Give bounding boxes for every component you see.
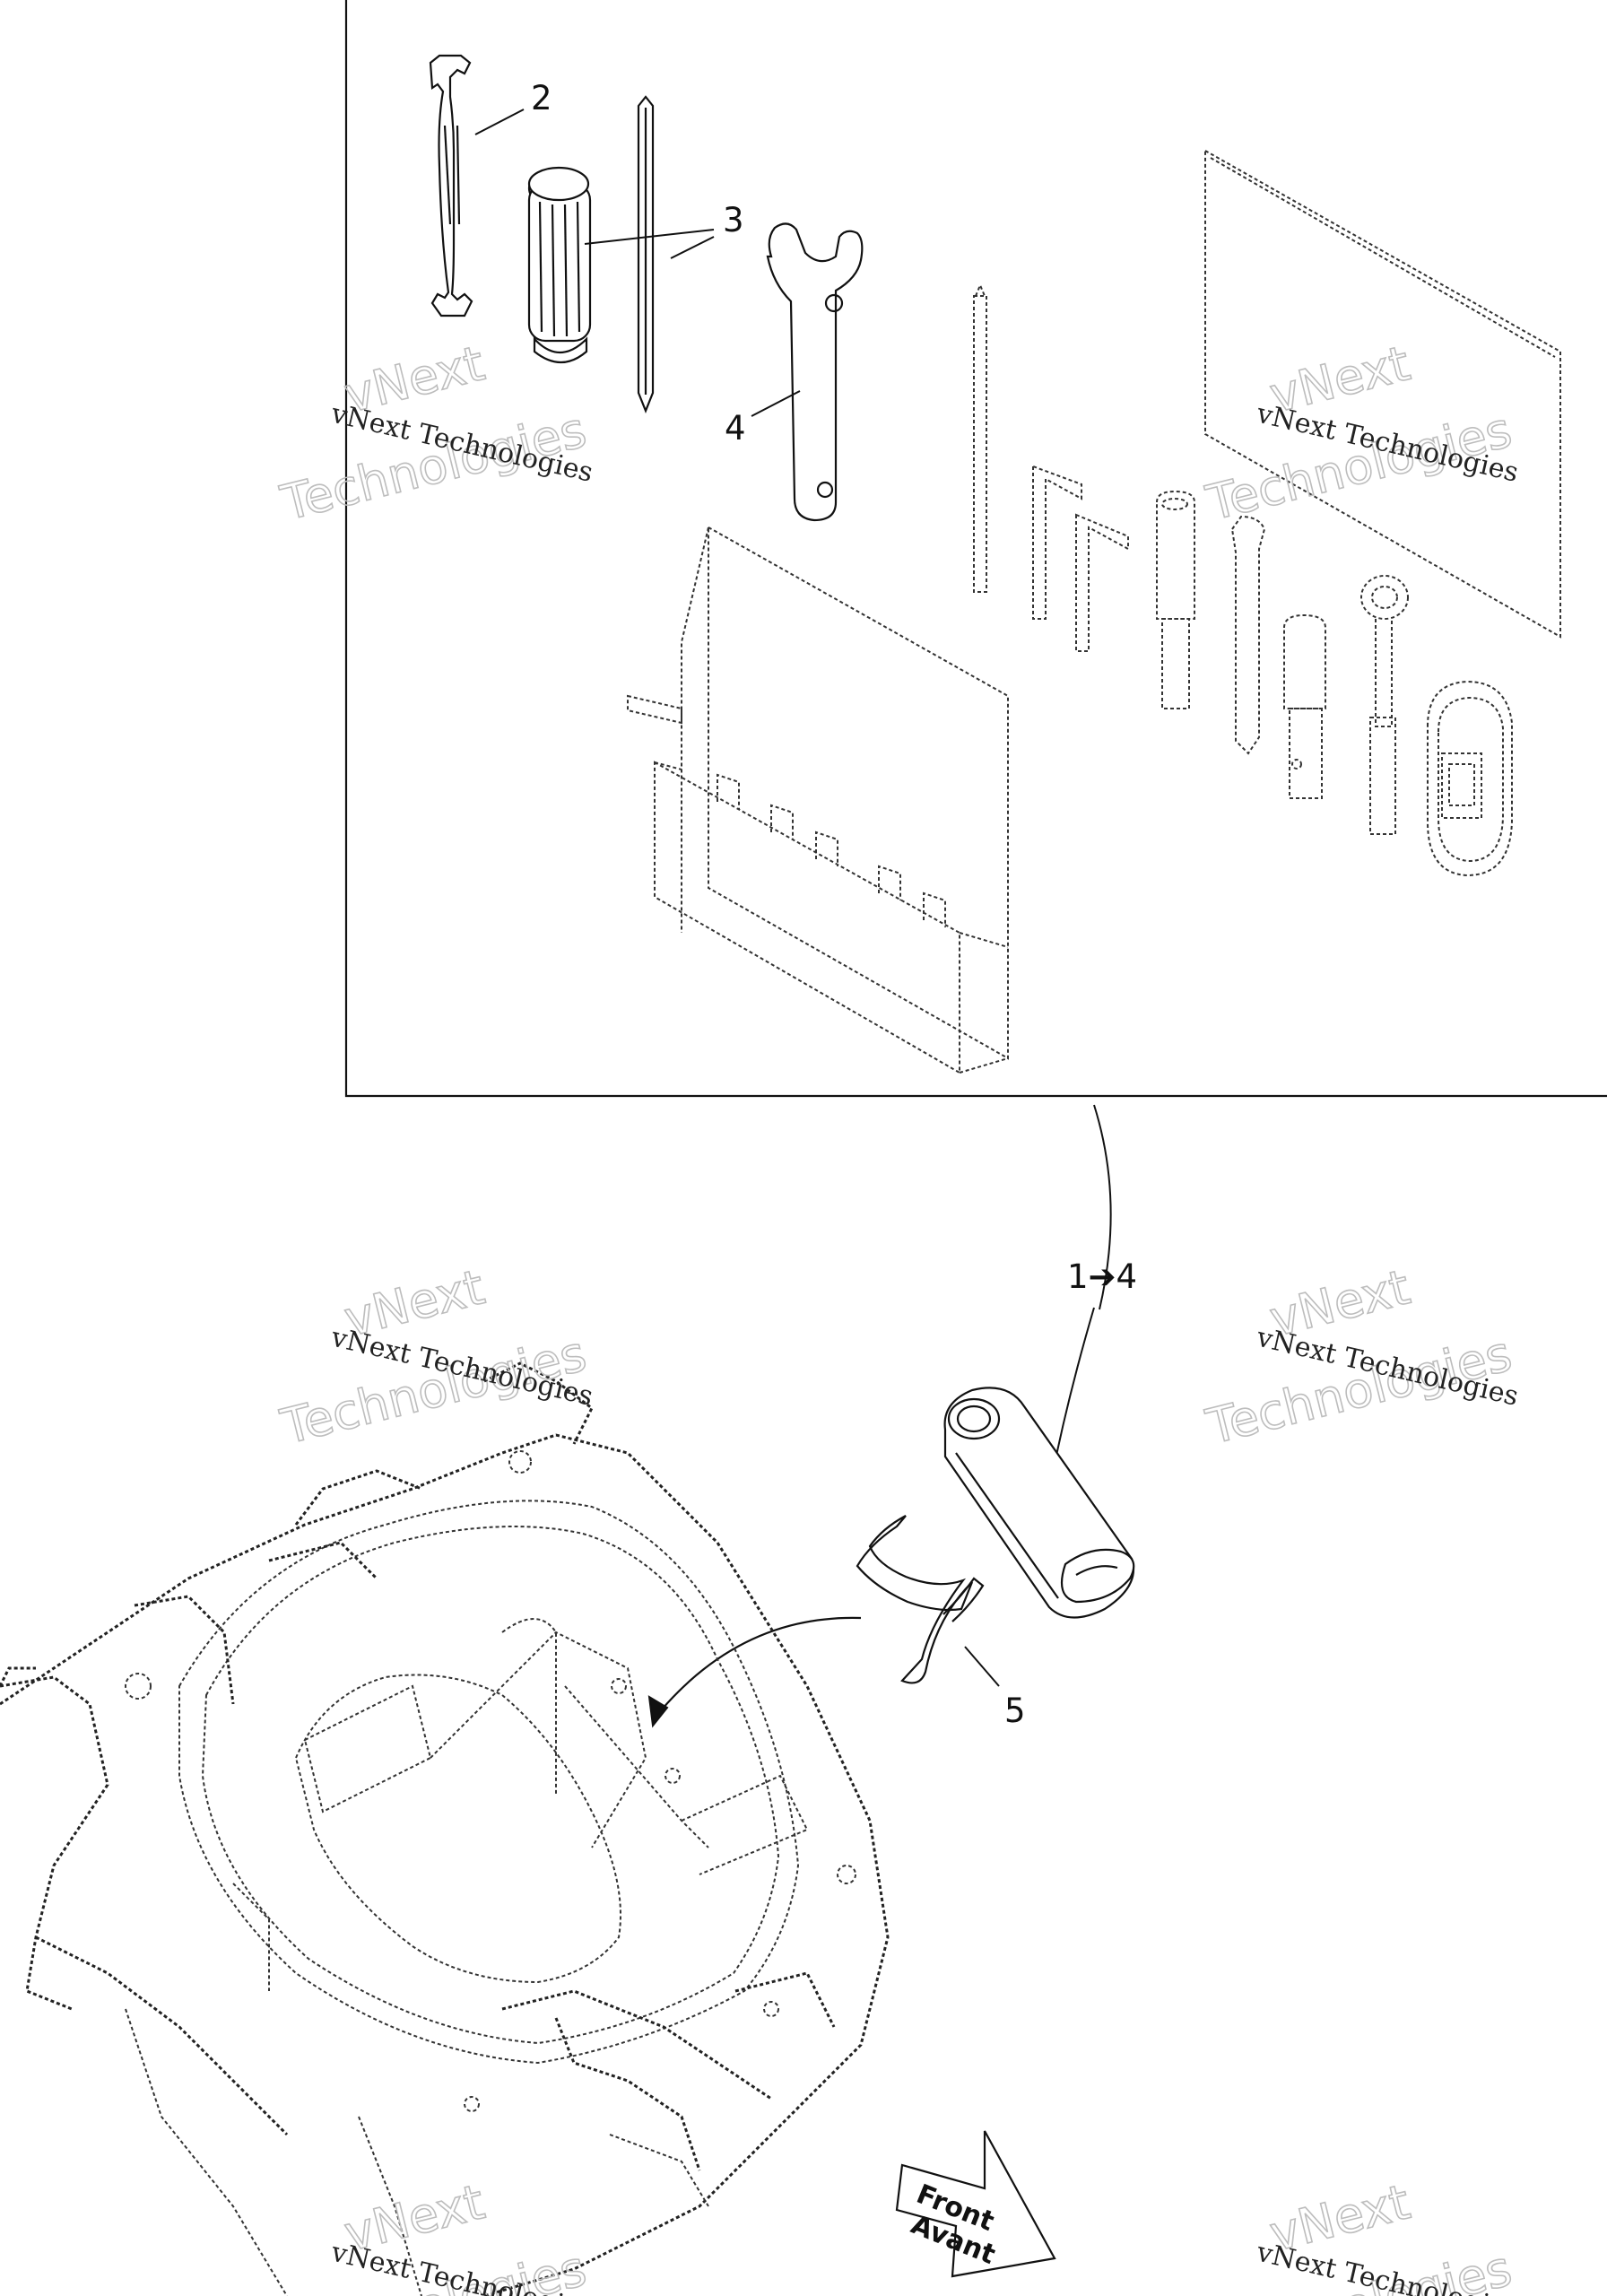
socket-short (1283, 613, 1326, 799)
install-arrow (647, 1616, 862, 1728)
watermark-1: vNext Technologies vNext Technologies (274, 335, 595, 533)
front-direction-arrow: Front Avant (895, 2130, 1056, 2278)
storage-compartment (0, 1361, 890, 2296)
callout-3: 3 (723, 201, 744, 239)
spark-plug-wrench (1360, 575, 1409, 835)
hex-key-large (1032, 465, 1082, 620)
leader-inset-to-case-top (1093, 1104, 1112, 1310)
spanner-wrench (766, 222, 864, 522)
leader-3a (584, 229, 715, 245)
open-end-wrench (429, 54, 473, 317)
long-hex-bit (973, 283, 987, 593)
callout-1to4: 1➔4 (1067, 1257, 1137, 1296)
inset-frame (344, 0, 1607, 1098)
retaining-clip (856, 1515, 985, 1684)
watermark-4: vNext Technologies vNext Technologies (1200, 1258, 1521, 1457)
leader-5 (964, 1646, 1000, 1687)
watermark-6: vNext Technologies vNext Technologies (1200, 2173, 1521, 2296)
fuse-puller (1427, 680, 1513, 877)
callout-2: 2 (531, 79, 552, 117)
watermarks: vNext Technologies vNext Technologies vN… (274, 335, 1521, 2296)
screwdriver-bit (637, 95, 655, 413)
leader-4 (751, 390, 801, 417)
callout-4: 4 (725, 409, 746, 448)
screwdriver-handle (527, 166, 592, 363)
small-wrench-tool (1230, 515, 1266, 755)
watermark-3: vNext Technologies vNext Technologies (274, 1258, 595, 1457)
tool-pouch (627, 526, 1009, 1074)
inset-leaders (474, 109, 1112, 1485)
socket-long (1156, 490, 1195, 709)
leader-2 (474, 109, 525, 135)
tool-kit-case (943, 1387, 1135, 1619)
watermark-2: vNext Technologies vNext Technologies (1200, 335, 1521, 533)
callout-5: 5 (1004, 1692, 1026, 1730)
tool-kit-inset (344, 0, 1607, 1098)
hex-key-small (1075, 513, 1129, 652)
leader-3b (670, 236, 715, 259)
instruction-sheet (1204, 149, 1561, 639)
watermark-5: vNext Technologies vNext Technologies (274, 2173, 595, 2296)
